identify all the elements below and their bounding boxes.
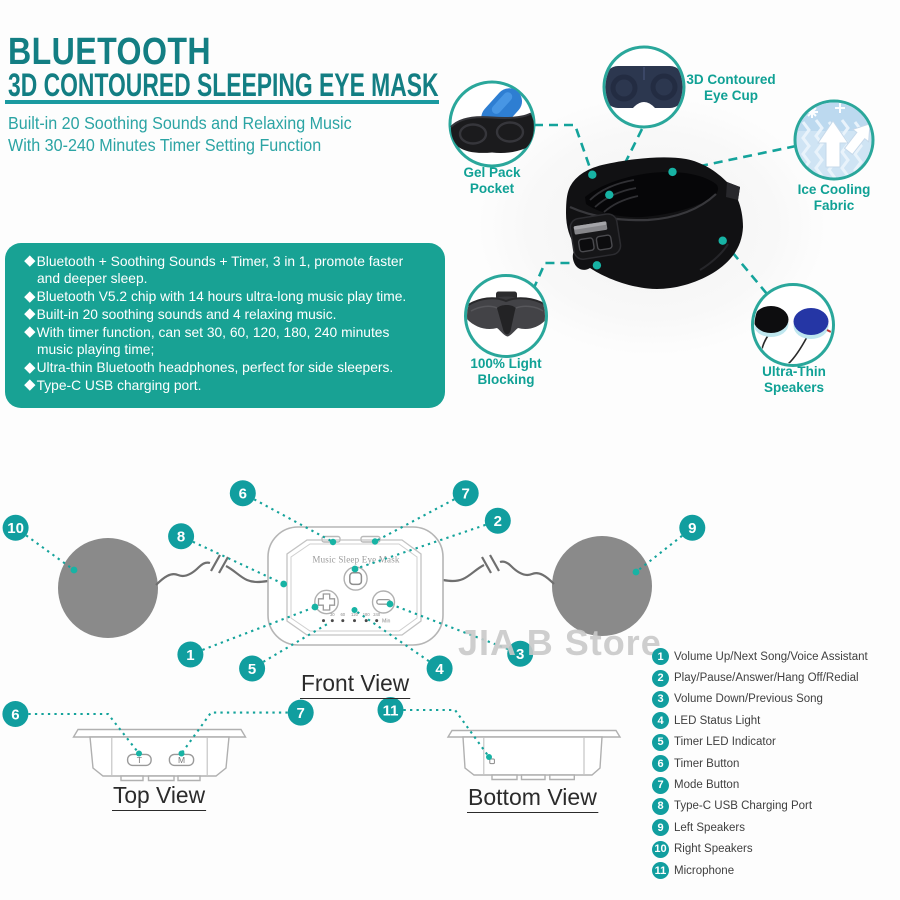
svg-text:60: 60 (340, 612, 345, 617)
svg-text:1: 1 (186, 647, 194, 664)
svg-text:6: 6 (11, 706, 19, 723)
svg-text:6: 6 (239, 486, 247, 503)
svg-text:7: 7 (297, 705, 305, 722)
svg-text:4: 4 (435, 661, 444, 678)
svg-text:Min: Min (382, 619, 390, 625)
svg-text:M: M (178, 755, 185, 765)
svg-text:3: 3 (516, 646, 524, 663)
svg-text:30: 30 (330, 612, 335, 617)
svg-text:120: 120 (351, 612, 359, 617)
svg-text:180: 180 (363, 612, 371, 617)
svg-text:5: 5 (248, 661, 256, 678)
svg-text:T: T (137, 755, 142, 765)
svg-text:11: 11 (383, 702, 399, 719)
svg-text:7: 7 (462, 486, 470, 503)
svg-text:9: 9 (688, 520, 696, 537)
svg-text:8: 8 (177, 529, 185, 546)
svg-text:2: 2 (494, 513, 502, 530)
svg-text:Music Sleep Eye Mask: Music Sleep Eye Mask (312, 555, 400, 565)
svg-text:240: 240 (373, 612, 381, 617)
svg-text:10: 10 (7, 520, 24, 537)
